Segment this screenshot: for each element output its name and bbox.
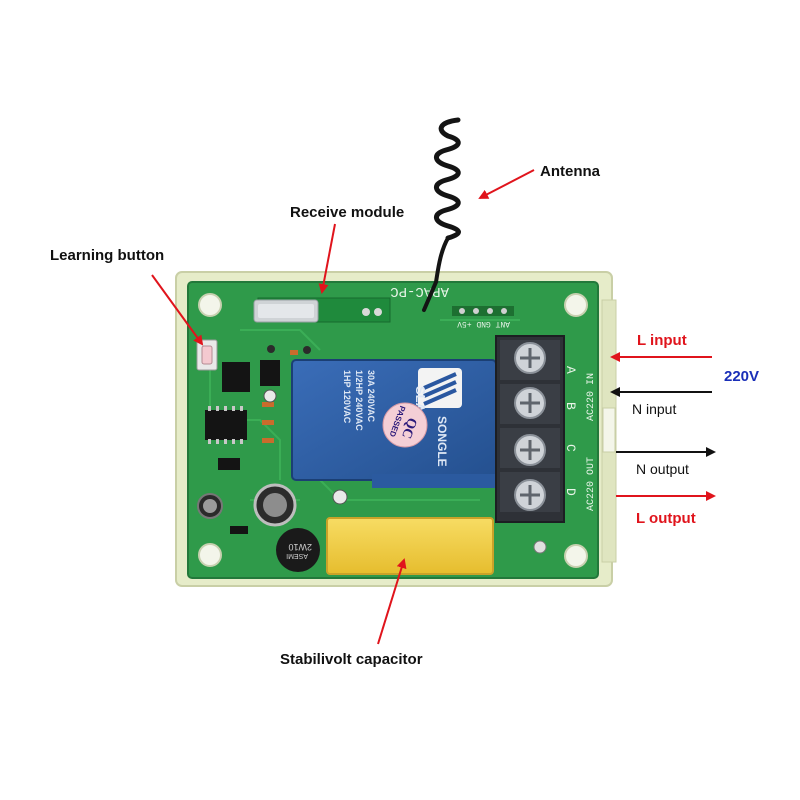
- relay-spec-3: 1HP 120VAC: [342, 370, 352, 424]
- bridge-rectifier: 2W10 ASEMI: [276, 528, 320, 572]
- stabilivolt-capacitor-label: Stabilivolt capacitor: [280, 651, 423, 668]
- learning-button-arrow: [151, 274, 204, 346]
- learning-button-label: Learning button: [50, 247, 164, 264]
- terminal-letter-d: D: [563, 488, 578, 496]
- pin-header-silk: ANT GND +5V: [457, 319, 510, 328]
- relay-brand: SONGLE: [435, 416, 449, 467]
- relay-spec-2: 1/2HP 240VAC: [354, 370, 364, 431]
- antenna-label: Antenna: [540, 163, 601, 180]
- ac-in-silk: AC220 IN: [586, 373, 597, 421]
- board-model-silk: APAC-PC: [390, 283, 449, 299]
- receive-module-label: Receive module: [290, 204, 404, 221]
- l-output-label: L output: [636, 510, 696, 527]
- stabilivolt-capacitor-component: [326, 517, 547, 575]
- pin-header: [452, 306, 514, 316]
- qc-line-1: QC: [398, 416, 419, 441]
- annotation-arrows: [151, 169, 716, 645]
- mounting-holes: [198, 293, 588, 568]
- bridge-brand: ASEMI: [286, 552, 308, 559]
- voltage-label: 220V: [724, 368, 759, 385]
- stabilivolt-arrow: [377, 558, 407, 645]
- antenna: [422, 117, 461, 312]
- bridge-text: 2W10: [288, 542, 312, 552]
- relay-spec-1: 30A 240VAC: [366, 370, 376, 423]
- ac-out-silk: AC220 OUT: [586, 457, 597, 511]
- terminal-letter-a: A: [563, 366, 578, 374]
- electrolytic-capacitors: [197, 483, 297, 527]
- n-input-label: N input: [632, 401, 676, 417]
- terminal-letter-b: B: [563, 402, 578, 410]
- terminal-screws: [514, 342, 546, 511]
- terminal-letter-c: C: [563, 444, 578, 452]
- antenna-arrow: [478, 169, 535, 199]
- learning-button-component: [196, 339, 218, 371]
- l-input-label: L input: [637, 332, 687, 349]
- terminal-block: [495, 335, 565, 523]
- qc-sticker: QC PASSED: [382, 402, 428, 448]
- receive-module: [253, 297, 391, 323]
- receive-module-arrow: [318, 223, 336, 294]
- n-output-label: N output: [636, 461, 689, 477]
- small-components: [205, 345, 348, 534]
